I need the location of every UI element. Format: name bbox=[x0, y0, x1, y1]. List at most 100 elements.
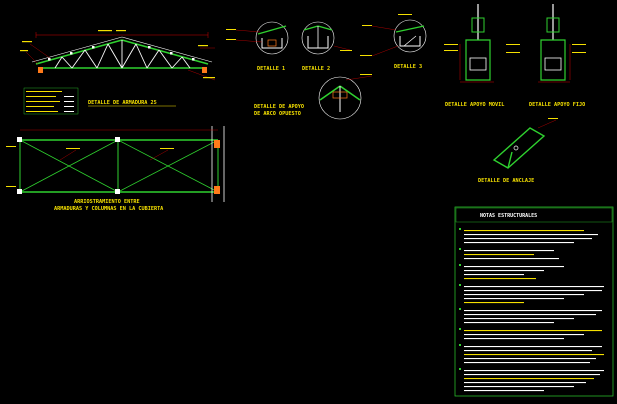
note-line bbox=[464, 314, 596, 316]
note-line bbox=[464, 254, 534, 256]
ridge-chord-right bbox=[339, 85, 361, 101]
detail-2-chord-right bbox=[317, 25, 333, 31]
note-line bbox=[464, 346, 602, 348]
detail-2-drawing bbox=[301, 21, 335, 55]
detail-3-title: DETALLE 3 bbox=[394, 64, 422, 70]
note-line bbox=[464, 310, 602, 312]
note-line bbox=[464, 378, 594, 380]
ridge-gusset-plate bbox=[332, 91, 348, 99]
note-line bbox=[464, 318, 574, 320]
anchor-leader bbox=[537, 119, 557, 129]
note-bullet bbox=[459, 284, 461, 286]
structural-notes-panel: NOTAS ESTRUCTURALES bbox=[454, 206, 614, 397]
note-line bbox=[464, 390, 544, 392]
bracing-title-line2: ARMADURAS Y COLUMNAS EN LA CUBIERTA bbox=[54, 206, 164, 212]
fixed-support-pedestal bbox=[540, 39, 566, 81]
note-bullet bbox=[459, 264, 461, 266]
detail-1-drawing bbox=[255, 21, 289, 55]
note-line bbox=[464, 270, 544, 272]
detail-3-drawing bbox=[393, 19, 427, 53]
legend-frame bbox=[23, 87, 79, 115]
note-line bbox=[464, 298, 564, 300]
truss-note-marks bbox=[20, 30, 215, 79]
truss-elevation bbox=[20, 30, 216, 81]
detail-1-plate bbox=[261, 38, 283, 49]
note-line bbox=[464, 294, 584, 296]
note-bullet bbox=[459, 344, 461, 346]
roof-sheet-right bbox=[121, 36, 213, 63]
detail-2-chord-left bbox=[303, 25, 319, 31]
legend-values bbox=[64, 96, 74, 112]
notes-header-frame bbox=[455, 207, 613, 223]
notes-frame bbox=[454, 206, 614, 397]
note-line bbox=[464, 386, 574, 388]
anchor-angle-profile bbox=[492, 127, 546, 169]
connection-details: DETALLE 1 DETALLE 2 DETALLE 3 bbox=[226, 14, 427, 72]
note-line bbox=[464, 266, 564, 268]
note-line bbox=[464, 274, 524, 276]
note-line bbox=[464, 354, 604, 356]
detail-1-bolt-group bbox=[267, 39, 277, 47]
truss-right-support bbox=[202, 67, 207, 73]
notes-text-lines bbox=[459, 228, 604, 392]
note-bullet bbox=[459, 228, 461, 230]
note-bullet bbox=[459, 368, 461, 370]
note-line bbox=[464, 338, 564, 340]
fixed-support-cap bbox=[546, 17, 560, 33]
note-bullet bbox=[459, 308, 461, 310]
note-line bbox=[464, 330, 602, 332]
movable-support-pedestal bbox=[465, 39, 491, 81]
note-line bbox=[464, 334, 584, 336]
note-line bbox=[464, 286, 604, 288]
detail-1-chord bbox=[257, 25, 287, 35]
notes-heading: NOTAS ESTRUCTURALES bbox=[480, 213, 537, 219]
detail-note-marks bbox=[226, 14, 412, 56]
note-line bbox=[464, 230, 584, 232]
detail-3-diagonal bbox=[403, 35, 417, 47]
bracing-note-marks bbox=[6, 146, 174, 187]
note-line bbox=[464, 278, 536, 280]
movable-support-cap bbox=[471, 17, 485, 33]
bracing-title-line1: ARRIOSTRAMIENTO ENTRE bbox=[74, 199, 140, 205]
fixed-support-plate bbox=[544, 57, 562, 71]
fixed-support-title: DETALLE APOYO FIJO bbox=[529, 102, 585, 108]
movable-support-title: DETALLE APOYO MOVIL bbox=[445, 102, 504, 108]
truss-web-members bbox=[54, 40, 191, 69]
detail-2-title: DETALLE 2 bbox=[302, 66, 330, 72]
anchor-angle-leg bbox=[507, 151, 513, 169]
note-line bbox=[464, 290, 602, 292]
bracing-elevation: ARRIOSTRAMIENTO ENTRE ARMADURAS Y COLUMN… bbox=[6, 126, 225, 212]
detail-2-circle bbox=[301, 21, 335, 55]
truss-detail-title: DETALLE DE ARMADURA 25 bbox=[88, 100, 157, 106]
note-line bbox=[464, 242, 574, 244]
note-line bbox=[464, 362, 590, 364]
roof-sheet-left bbox=[31, 36, 123, 63]
detail-3-chord bbox=[395, 25, 425, 33]
bracing-posts bbox=[19, 140, 219, 192]
ridge-chord-left bbox=[319, 85, 341, 101]
truss-material-table: DETALLE DE ARMADURA 25 bbox=[23, 87, 176, 115]
anchor-detail-title: DETALLE DE ANCLAJE bbox=[478, 178, 534, 184]
note-line bbox=[464, 238, 592, 240]
purlins bbox=[48, 46, 195, 61]
legend-entries bbox=[26, 91, 62, 112]
note-line bbox=[464, 374, 600, 376]
note-line bbox=[464, 358, 596, 360]
ridge-note-mark bbox=[360, 74, 372, 75]
bracing-nodes bbox=[17, 137, 120, 194]
bracing-anchor-top bbox=[214, 140, 220, 148]
bracing-anchor-bottom bbox=[214, 186, 220, 194]
detail-leader-lines bbox=[235, 25, 399, 57]
detail-1-circle bbox=[255, 21, 289, 55]
ridge-support-detail: DETALLE DE APOYO DE ARCO OPUESTO bbox=[254, 74, 373, 120]
anchor-detail: DETALLE DE ANCLAJE bbox=[478, 118, 558, 184]
truss-leader-lines bbox=[25, 43, 216, 81]
ridge-detail-circle bbox=[318, 76, 362, 120]
support-details: DETALLE APOYO MOVIL DETALLE APOYO FIJO bbox=[444, 4, 586, 108]
bracing-x-diagonals bbox=[19, 139, 219, 193]
movable-support-plate bbox=[469, 57, 487, 71]
note-bullet bbox=[459, 328, 461, 330]
note-line bbox=[464, 234, 598, 236]
ridge-leader bbox=[345, 75, 373, 81]
